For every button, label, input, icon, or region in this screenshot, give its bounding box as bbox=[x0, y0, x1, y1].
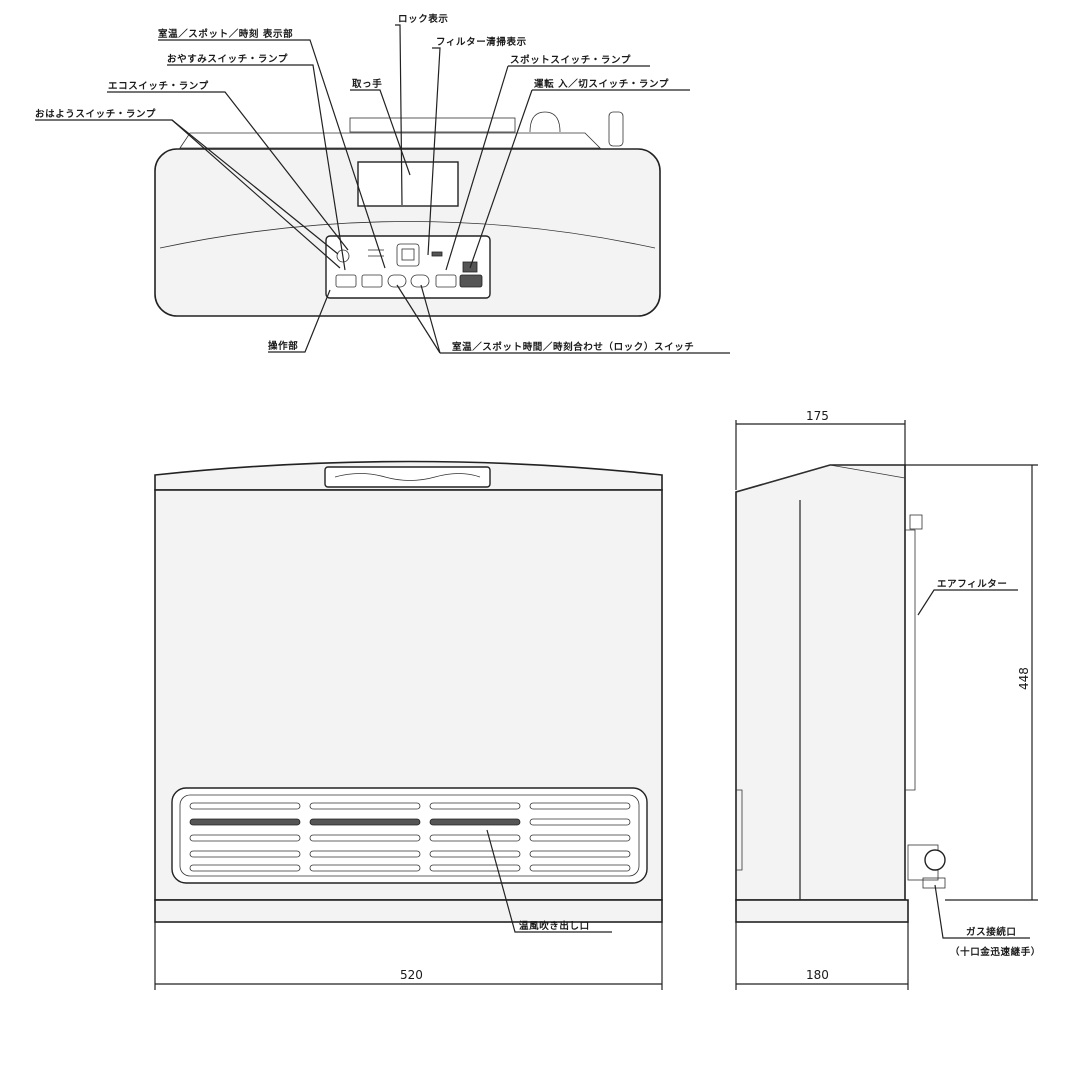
label-operation-switch-lamp: 運転 入／切スイッチ・ランプ bbox=[534, 78, 669, 90]
grille-slots bbox=[189, 802, 631, 872]
dim-top-depth-175: 175 bbox=[806, 409, 829, 423]
side-view-base bbox=[735, 899, 909, 923]
label-filter-clean-display: フィルター清掃表示 bbox=[436, 36, 527, 48]
side-view-vent bbox=[736, 789, 743, 871]
eco-button[interactable] bbox=[361, 274, 383, 288]
leader-warm-air-outlet bbox=[486, 829, 612, 933]
label-control-panel: 操作部 bbox=[268, 340, 298, 352]
leader-air-filter bbox=[917, 589, 1018, 616]
label-lock-display: ロック表示 bbox=[398, 13, 449, 25]
side-view-top-edge bbox=[735, 464, 906, 493]
grille-slot bbox=[189, 834, 301, 842]
top-view-back-ledge bbox=[179, 132, 601, 149]
grille-slot bbox=[309, 834, 421, 842]
up-button[interactable] bbox=[410, 274, 430, 288]
front-view-top-panel-pattern bbox=[334, 473, 481, 481]
grille-slot bbox=[309, 864, 421, 872]
grille-slot bbox=[429, 834, 521, 842]
dim-bottom-depth-180: 180 bbox=[806, 968, 829, 982]
down-button[interactable] bbox=[387, 274, 407, 288]
side-view-filter bbox=[905, 529, 916, 791]
label-morning-switch-lamp: おはようスイッチ・ランプ bbox=[35, 108, 156, 120]
top-view-leaders bbox=[35, 24, 730, 354]
front-view-top-panel bbox=[324, 466, 491, 488]
morning-button[interactable] bbox=[335, 274, 357, 288]
leader-gas-inlet bbox=[934, 884, 1030, 939]
side-view-body bbox=[735, 464, 906, 901]
label-warm-air-outlet: 温風吹き出し口 bbox=[519, 920, 590, 932]
label-handle: 取っ手 bbox=[352, 78, 382, 90]
grille-slot bbox=[309, 850, 421, 858]
side-view-filter-clip bbox=[909, 514, 923, 530]
gas-inlet-nut bbox=[922, 877, 946, 889]
gas-plug-knob bbox=[608, 111, 624, 147]
spot-button[interactable] bbox=[435, 274, 457, 288]
side-view: 175 180 448 エアフィルター ガス接続口 （十口金迅速継手） bbox=[735, 409, 1041, 990]
handle-grip bbox=[349, 117, 516, 133]
grille-slot bbox=[429, 802, 521, 810]
grille-slot bbox=[309, 802, 421, 810]
label-gas-inlet: ガス接続口 bbox=[966, 926, 1017, 938]
grille-slot bbox=[189, 818, 301, 826]
grille-slot bbox=[529, 864, 631, 872]
gas-inlet-fitting bbox=[924, 849, 946, 871]
front-view-base bbox=[154, 899, 663, 923]
operation-button[interactable] bbox=[459, 274, 483, 288]
control-panel bbox=[325, 235, 491, 299]
grille-slot bbox=[529, 850, 631, 858]
grille-slot bbox=[429, 818, 521, 826]
label-spot-switch-lamp: スポットスイッチ・ランプ bbox=[510, 54, 631, 66]
morning-lamp bbox=[336, 249, 350, 263]
top-view-body bbox=[154, 148, 661, 317]
label-air-filter: エアフィルター bbox=[937, 578, 1008, 590]
grille-slot bbox=[309, 818, 421, 826]
grille-slot bbox=[189, 802, 301, 810]
front-view: 520 温風吹き出し口 bbox=[154, 460, 663, 990]
panel-display-icon bbox=[396, 243, 420, 267]
dim-height-448: 448 bbox=[1017, 667, 1031, 690]
grille-slot bbox=[429, 850, 521, 858]
lock-lamp bbox=[431, 251, 443, 257]
top-view-power-cord bbox=[529, 111, 561, 133]
top-view-body-curve bbox=[159, 221, 656, 249]
dim-width-520: 520 bbox=[400, 968, 423, 982]
warm-air-outlet-frame bbox=[171, 787, 648, 884]
grille-slot bbox=[529, 802, 631, 810]
label-temp-time-lock-switch: 室温／スポット時間／時刻合わせ（ロック）スイッチ bbox=[452, 341, 694, 353]
grille-slot bbox=[429, 864, 521, 872]
grille-slot bbox=[529, 818, 631, 826]
grille-slot bbox=[189, 864, 301, 872]
top-view: 室温／スポット／時刻 表示部 ロック表示 フィルター清掃表示 おやすみスイッチ・… bbox=[35, 13, 730, 354]
grille-slot bbox=[189, 850, 301, 858]
label-gas-inlet-note: （十口金迅速継手） bbox=[950, 946, 1041, 958]
label-temp-spot-time-display: 室温／スポット／時刻 表示部 bbox=[158, 28, 293, 40]
warm-air-outlet-inner bbox=[179, 794, 640, 877]
label-eco-switch-lamp: エコスイッチ・ランプ bbox=[108, 80, 209, 92]
label-rest-switch-lamp: おやすみスイッチ・ランプ bbox=[167, 53, 288, 65]
panel-display-icon-inner bbox=[401, 248, 415, 261]
grille-slot bbox=[529, 834, 631, 842]
